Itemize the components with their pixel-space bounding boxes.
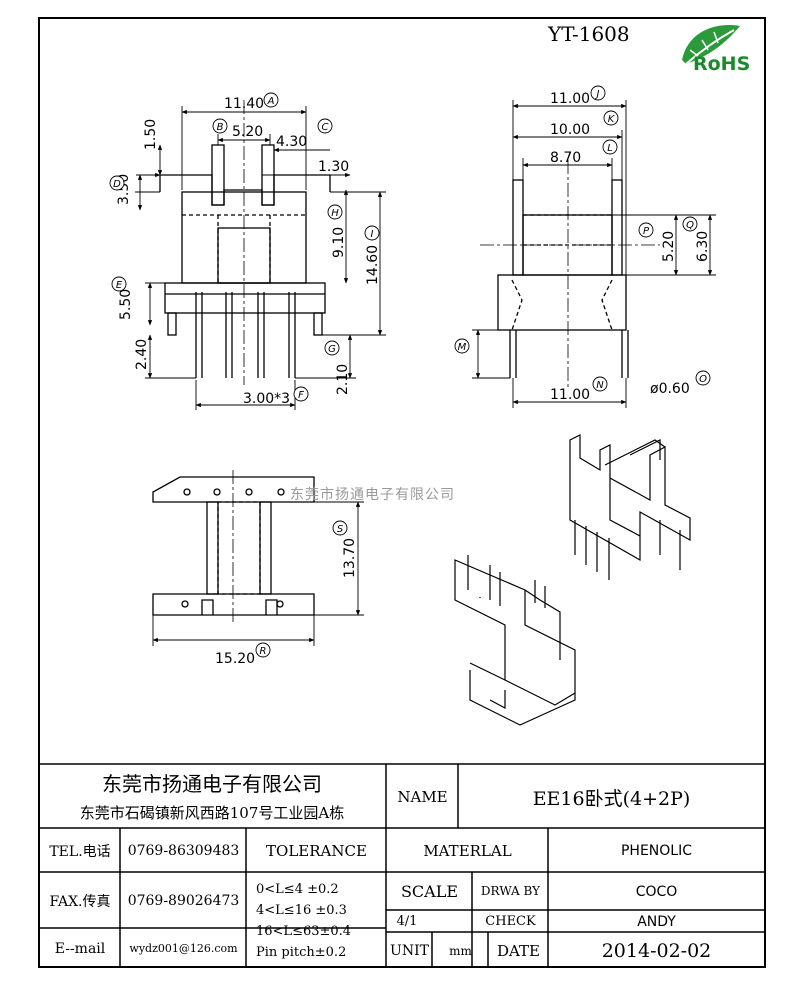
marker-K: K — [608, 114, 616, 125]
marker-P: P — [643, 226, 650, 237]
tolerance-line-3: 16<L≤63±0.4 — [256, 924, 352, 939]
rohs-logo — [682, 25, 740, 65]
name-label: NAME — [397, 788, 448, 806]
side-view — [472, 100, 716, 408]
unit-label: UNIT — [390, 942, 429, 959]
email-label: E--mail — [54, 940, 106, 957]
dim-front-240: 2.40 — [134, 339, 150, 370]
dim-front-550: 5.50 — [118, 289, 134, 320]
tel-value: 0769-86309483 — [127, 842, 240, 859]
tolerance-label: TOLERANCE — [266, 841, 367, 860]
front-view — [135, 100, 386, 410]
marker-O: O — [699, 374, 707, 385]
drawing-frame — [38, 17, 766, 968]
dim-side-1100: 11.00 — [550, 91, 590, 107]
check-value: ANDY — [637, 913, 676, 930]
dim-side-pin-span: 11.00 — [550, 387, 590, 403]
marker-M: M — [458, 342, 467, 353]
marker-I: I — [371, 229, 374, 240]
rohs-text: RoHS — [693, 53, 751, 75]
dim-side-630: 6.30 — [695, 231, 711, 262]
isometric-view-2 — [454, 555, 576, 726]
marker-R: R — [260, 646, 267, 657]
part-code: YT-1608 — [548, 22, 630, 46]
marker-B: B — [217, 122, 224, 133]
unit-value: mm — [449, 943, 472, 958]
marker-G: G — [328, 344, 336, 355]
dim-side-1000: 10.00 — [550, 122, 590, 138]
marker-E: E — [116, 280, 123, 291]
check-label: CHECK — [485, 914, 536, 929]
dim-front-430: 4.30 — [276, 134, 307, 150]
marker-J: J — [595, 89, 600, 100]
dim-front-210: 2.10 — [335, 364, 351, 395]
marker-N: N — [596, 380, 604, 391]
scale-label: SCALE — [400, 882, 459, 901]
marker-L: L — [607, 143, 613, 154]
bottom-view — [152, 470, 364, 646]
tolerance-line-2: 4<L≤16 ±0.3 — [256, 903, 347, 918]
material-value: PHENOLIC — [620, 842, 692, 859]
marker-C: C — [322, 122, 329, 133]
reference-markers: A B C D E F G H I J K L M N O P Q R S — [109, 85, 711, 658]
marker-A: A — [267, 96, 275, 107]
drawn-by-value: COCO — [635, 883, 678, 900]
dim-front-910: 9.10 — [331, 227, 347, 258]
company-address: 东莞市石碣镇新风西路107号工业园A栋 — [79, 803, 345, 822]
fax-label: FAX.传真 — [49, 893, 111, 910]
email-value: wydz001@126.com — [129, 942, 238, 955]
tel-label: TEL.电话 — [49, 843, 111, 860]
dim-front-window: 5.20 — [232, 124, 263, 140]
dim-front-1460: 14.60 — [365, 245, 381, 285]
dim-side-520: 5.20 — [661, 231, 677, 262]
dim-bottom-1370: 13.70 — [342, 538, 358, 578]
engineering-drawing: 11.40 5.20 4.30 1.30 1.50 3.50 9.10 14.6… — [109, 85, 716, 726]
marker-Q: Q — [686, 220, 694, 231]
marker-H: H — [331, 208, 339, 219]
date-label: DATE — [497, 941, 540, 960]
watermark: 东莞市扬通电子有限公司 — [290, 487, 455, 503]
date-value: 2014-02-02 — [601, 939, 712, 962]
scale-value: 4/1 — [396, 914, 418, 929]
company-name: 东莞市扬通电子有限公司 — [102, 771, 322, 796]
dim-side-870: 8.70 — [550, 150, 581, 166]
marker-D: D — [113, 179, 121, 190]
dim-bottom-1520: 15.20 — [215, 651, 255, 667]
marker-F: F — [298, 390, 304, 401]
product-name: EE16卧式(4+2P) — [532, 787, 691, 810]
dim-front-150: 1.50 — [143, 119, 159, 150]
marker-S: S — [337, 524, 344, 535]
fax-value: 0769-89026473 — [127, 892, 240, 909]
isometric-view-1 — [569, 434, 691, 580]
dim-front-130: 1.30 — [318, 159, 349, 175]
dim-front-pitch: 3.00*3 — [243, 391, 290, 407]
tolerance-line-1: 0<L≤4 ±0.2 — [256, 882, 339, 897]
drawn-by-label: DRWA BY — [480, 883, 541, 898]
dimension-labels: 11.40 5.20 4.30 1.30 1.50 3.50 9.10 14.6… — [116, 91, 711, 667]
tolerance-line-4: Pin pitch±0.2 — [256, 945, 347, 960]
dim-side-pin-dia: ø0.60 — [650, 381, 690, 397]
dim-front-width: 11.40 — [224, 96, 264, 112]
material-label: MATERLAL — [423, 841, 512, 860]
